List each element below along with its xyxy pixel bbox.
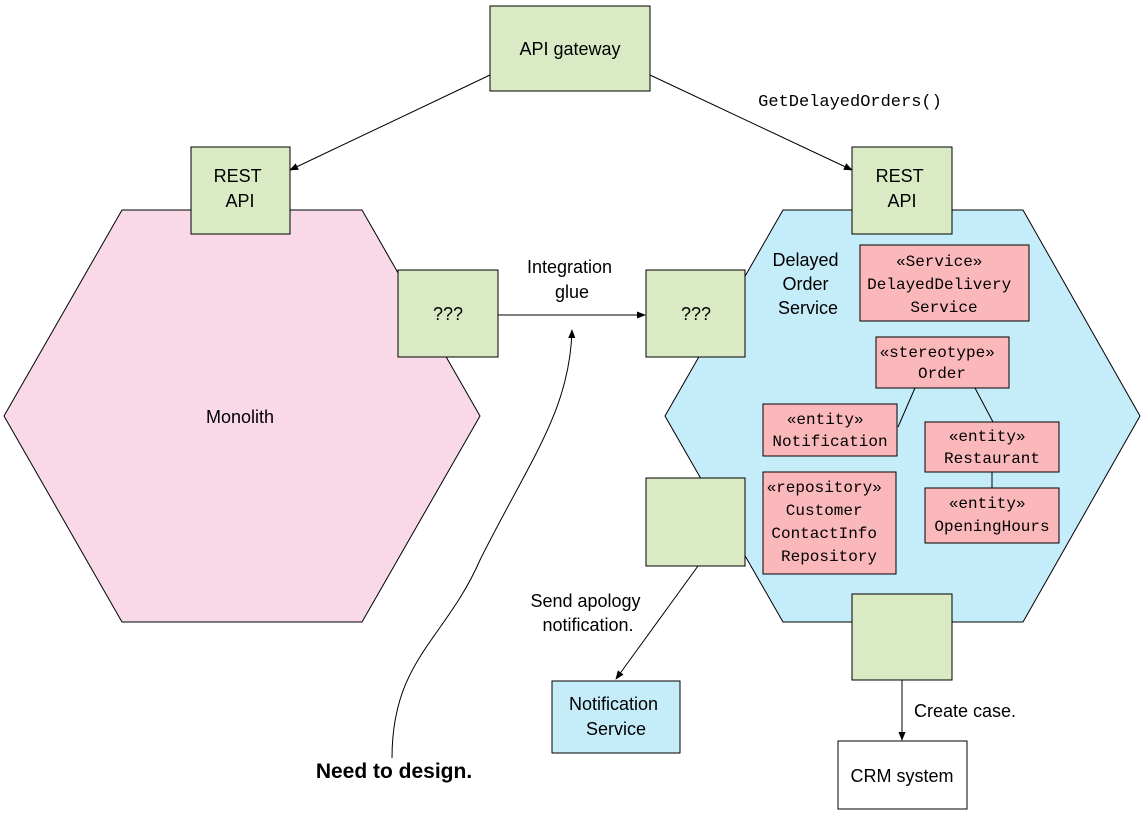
notification-service-label: Notification Service [569, 694, 663, 739]
delayed-order-service-label: Delayed Order Service [772, 250, 843, 318]
api-gateway-box [489, 5, 651, 92]
monolith-adapter-box [397, 269, 499, 358]
delayed-delivery-service-text: «Service» DelayedDelivery Service [867, 253, 1021, 317]
edge-send-apology [615, 565, 699, 680]
send-apology-label: Send apology notification. [530, 591, 645, 635]
customer-contact-info-repository-class [762, 471, 897, 575]
order-class [875, 336, 1010, 389]
edge-gateway-to-monolith-rest [289, 74, 491, 171]
notification-entity-text: «entity» Notification [772, 411, 887, 451]
service-rest-api-label: REST API [876, 166, 929, 211]
create-case-label: Create case. [914, 701, 1016, 721]
customer-contact-info-repository-text: «repository» Customer ContactInfo Reposi… [767, 479, 892, 566]
api-gateway-label: API gateway [519, 39, 620, 59]
crm-system-box [837, 740, 968, 810]
monolith-hexagon [3, 209, 481, 623]
service-adapter-label: ??? [681, 304, 711, 324]
edge-gateway-to-service-rest [649, 74, 853, 171]
notification-adapter-box [645, 477, 746, 567]
monolith-adapter-label: ??? [433, 304, 463, 324]
crm-system-label: CRM system [851, 766, 954, 786]
service-rest-api-box [851, 146, 953, 235]
need-to-design-label: Need to design. [316, 760, 472, 783]
notification-entity-class [762, 403, 898, 457]
crm-adapter-box [851, 593, 953, 681]
delayed-delivery-service-class [859, 244, 1030, 322]
monolith-label: Monolith [206, 407, 274, 427]
restaurant-entity-class [924, 421, 1060, 473]
monolith-rest-api-box [190, 146, 291, 235]
opening-hours-entity-class [924, 487, 1060, 544]
service-adapter-box [645, 269, 746, 358]
notification-service-box [551, 680, 681, 754]
integration-glue-label: Integration glue [527, 257, 617, 302]
order-class-text: «stereotype» Order [880, 344, 1005, 383]
monolith-rest-api-label: REST API [214, 166, 267, 211]
need-to-design-pointer [391, 329, 576, 759]
edge-order-restaurant [974, 387, 994, 423]
restaurant-entity-text: «entity» Restaurant [944, 428, 1040, 468]
opening-hours-entity-text: «entity» OpeningHours [934, 495, 1049, 536]
call-label: GetDelayedOrders() [758, 93, 942, 112]
edge-order-notification [897, 387, 916, 428]
